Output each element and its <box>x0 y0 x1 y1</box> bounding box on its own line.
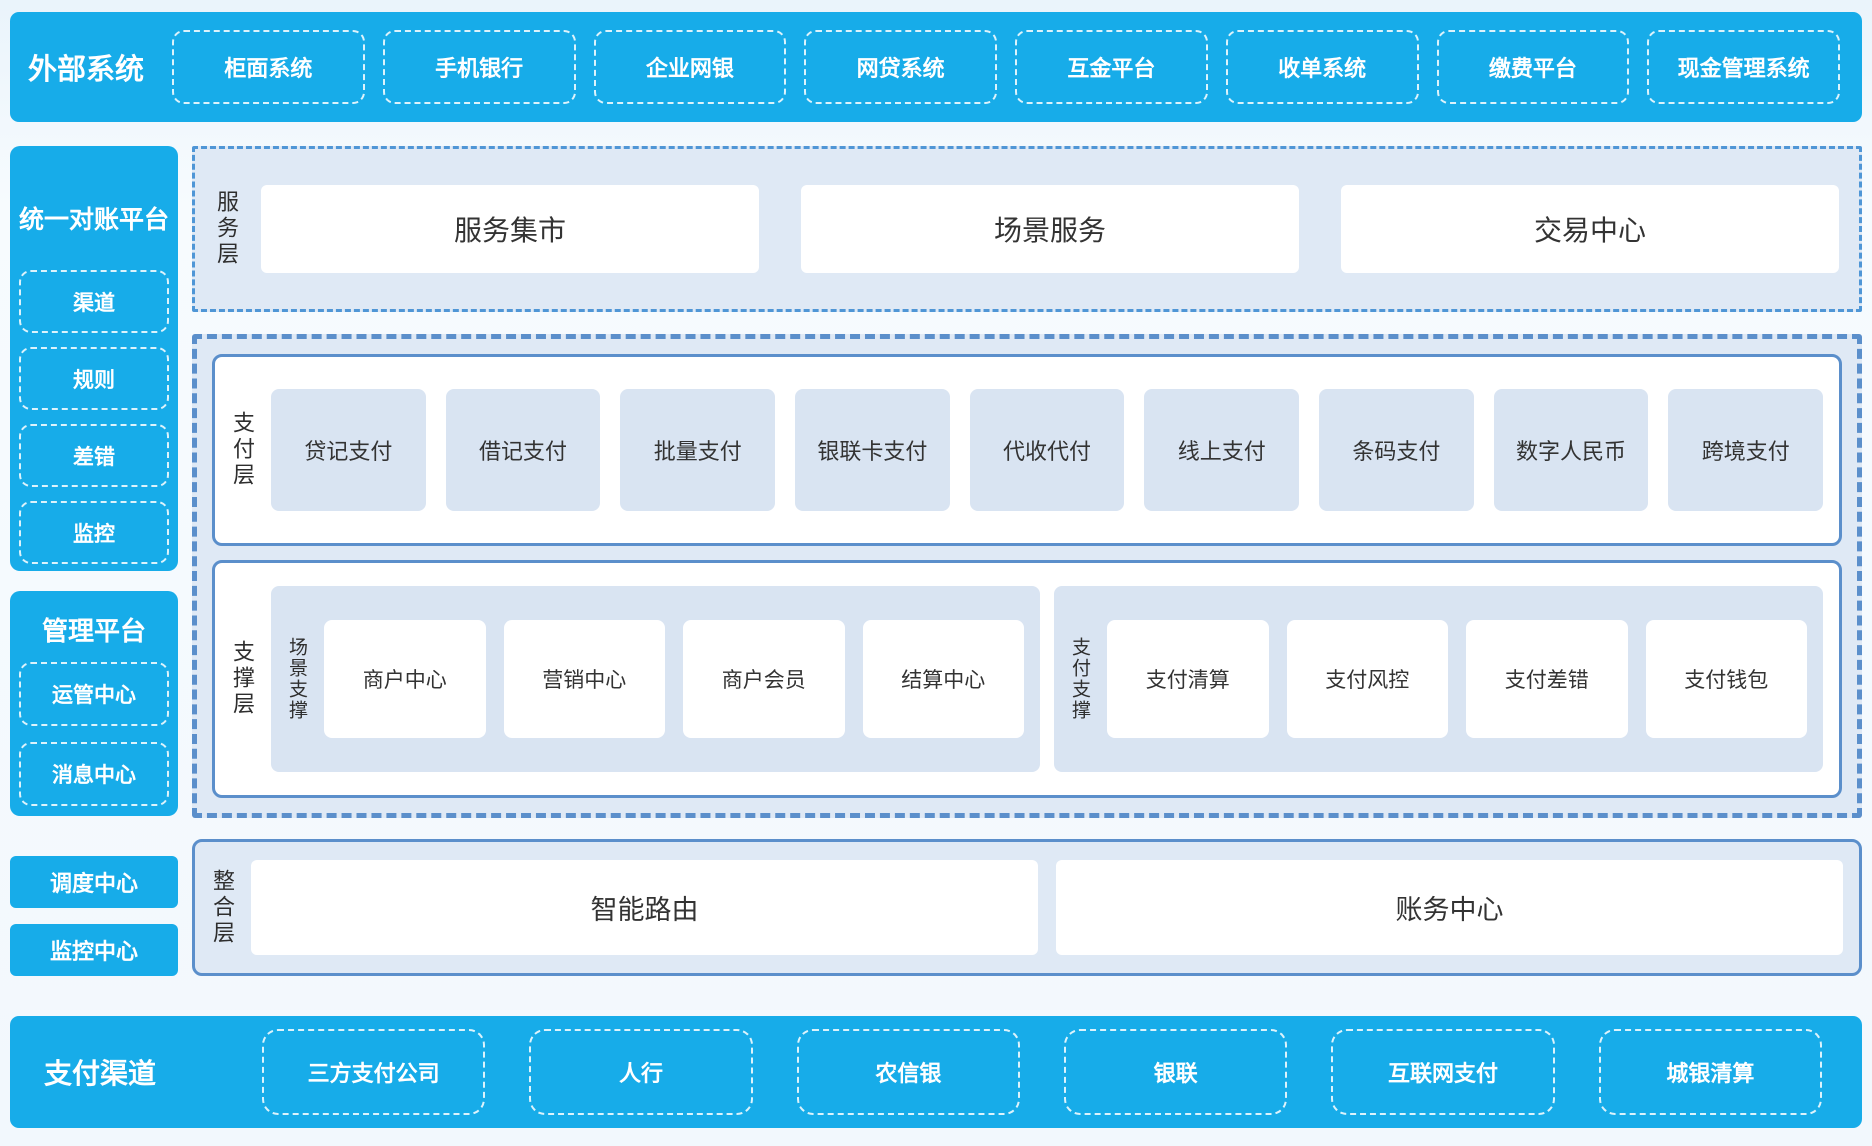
external-system-node: 网贷系统 <box>804 30 998 104</box>
external-system-node: 柜面系统 <box>172 30 365 104</box>
integration-layer-container: 整合层 智能路由 账务中心 <box>192 839 1862 976</box>
scene-support-node: 商户中心 <box>324 620 486 738</box>
integration-node: 账务中心 <box>1056 860 1844 955</box>
service-layer-label: 服务层 <box>214 190 240 268</box>
reconciliation-platform-title: 统一对账平台 <box>19 206 170 234</box>
payment-node: 银联卡支付 <box>795 389 950 511</box>
payment-node: 代收代付 <box>969 389 1125 511</box>
external-system-node: 企业网银 <box>593 30 787 104</box>
payment-layer-label: 支付层 <box>230 411 256 489</box>
management-node: 消息中心 <box>19 742 170 806</box>
reconciliation-node: 渠道 <box>19 270 170 333</box>
support-layer-label: 支撑层 <box>230 640 256 718</box>
dispatch-center-box: 调度中心 <box>10 856 179 908</box>
monitor-center-box: 监控中心 <box>10 924 179 976</box>
reconciliation-node: 差错 <box>19 424 170 487</box>
payment-node: 借记支付 <box>445 389 601 511</box>
payment-node: 跨境支付 <box>1668 389 1824 511</box>
payment-node: 数字人民币 <box>1493 389 1649 511</box>
scene-support-node: 营销中心 <box>503 620 666 738</box>
external-system-node: 收单系统 <box>1225 30 1419 104</box>
payment-channels-label: 支付渠道 <box>44 1058 157 1089</box>
payment-channel-node: 人行 <box>529 1029 753 1115</box>
external-system-node: 手机银行 <box>382 30 576 104</box>
external-system-node: 互金平台 <box>1015 30 1208 104</box>
service-node: 交易中心 <box>1341 185 1840 273</box>
reconciliation-platform-panel: 统一对账平台 渠道 规则 差错 监控 <box>10 146 179 571</box>
payment-support-node: 支付风控 <box>1286 620 1449 738</box>
scene-support-node: 商户会员 <box>683 620 845 738</box>
payment-support-node: 支付钱包 <box>1645 620 1808 738</box>
payment-channel-node: 城银清算 <box>1598 1029 1822 1115</box>
integration-node: 智能路由 <box>251 860 1039 955</box>
scene-support-label: 场景支撑 <box>286 637 308 721</box>
service-layer-container: 服务层 服务集市 场景服务 交易中心 <box>192 146 1862 312</box>
reconciliation-node: 规则 <box>19 347 170 410</box>
payment-channels-bar: 支付渠道 三方支付公司 人行 农信银 银联 互联网支付 城银清算 <box>10 1016 1862 1128</box>
payment-channel-node: 互联网支付 <box>1331 1029 1555 1115</box>
external-system-node: 缴费平台 <box>1436 30 1630 104</box>
reconciliation-node: 监控 <box>19 501 170 564</box>
payment-channel-node: 农信银 <box>796 1029 1020 1115</box>
payment-channel-node: 银联 <box>1064 1029 1288 1115</box>
external-systems-label: 外部系统 <box>28 54 145 86</box>
management-node: 运管中心 <box>19 662 170 726</box>
payment-channel-node: 三方支付公司 <box>262 1029 486 1115</box>
payment-node: 线上支付 <box>1144 389 1300 511</box>
payment-support-label: 支付支撑 <box>1069 637 1091 721</box>
left-platform-column: 统一对账平台 渠道 规则 差错 监控 管理平台 运管中心 消息中心 调度中心 监… <box>10 146 179 976</box>
service-node: 服务集市 <box>261 185 760 273</box>
service-node: 场景服务 <box>801 185 1300 273</box>
external-system-node: 现金管理系统 <box>1647 30 1841 104</box>
management-platform-title: 管理平台 <box>42 616 147 646</box>
scene-support-node: 结算中心 <box>862 620 1025 738</box>
integration-layer-label: 整合层 <box>210 868 236 947</box>
core-layers-container: 支付层 贷记支付 借记支付 批量支付 银联卡支付 代收代付 线上支付 条码支付 … <box>192 334 1862 818</box>
payment-support-node: 支付差错 <box>1466 620 1628 738</box>
layers-column: 服务层 服务集市 场景服务 交易中心 支付层 贷记支付 借记支付 批量支付 银联… <box>192 146 1862 976</box>
external-systems-bar: 外部系统 柜面系统 手机银行 企业网银 网贷系统 互金平台 收单系统 缴费平台 … <box>10 12 1862 122</box>
payment-support-node: 支付清算 <box>1107 620 1269 738</box>
support-layer-container: 支撑层 场景支撑 商户中心 营销中心 商户会员 结算中心 支付支撑 支付清算 <box>212 560 1842 798</box>
payment-node: 条码支付 <box>1319 389 1474 511</box>
scene-support-group: 场景支撑 商户中心 营销中心 商户会员 结算中心 <box>271 586 1041 772</box>
payment-node: 贷记支付 <box>271 389 426 511</box>
payment-layer-container: 支付层 贷记支付 借记支付 批量支付 银联卡支付 代收代付 线上支付 条码支付 … <box>212 354 1842 546</box>
management-platform-panel: 管理平台 运管中心 消息中心 <box>10 591 179 816</box>
payment-support-group: 支付支撑 支付清算 支付风控 支付差错 支付钱包 <box>1054 586 1824 772</box>
payment-node: 批量支付 <box>620 389 776 511</box>
